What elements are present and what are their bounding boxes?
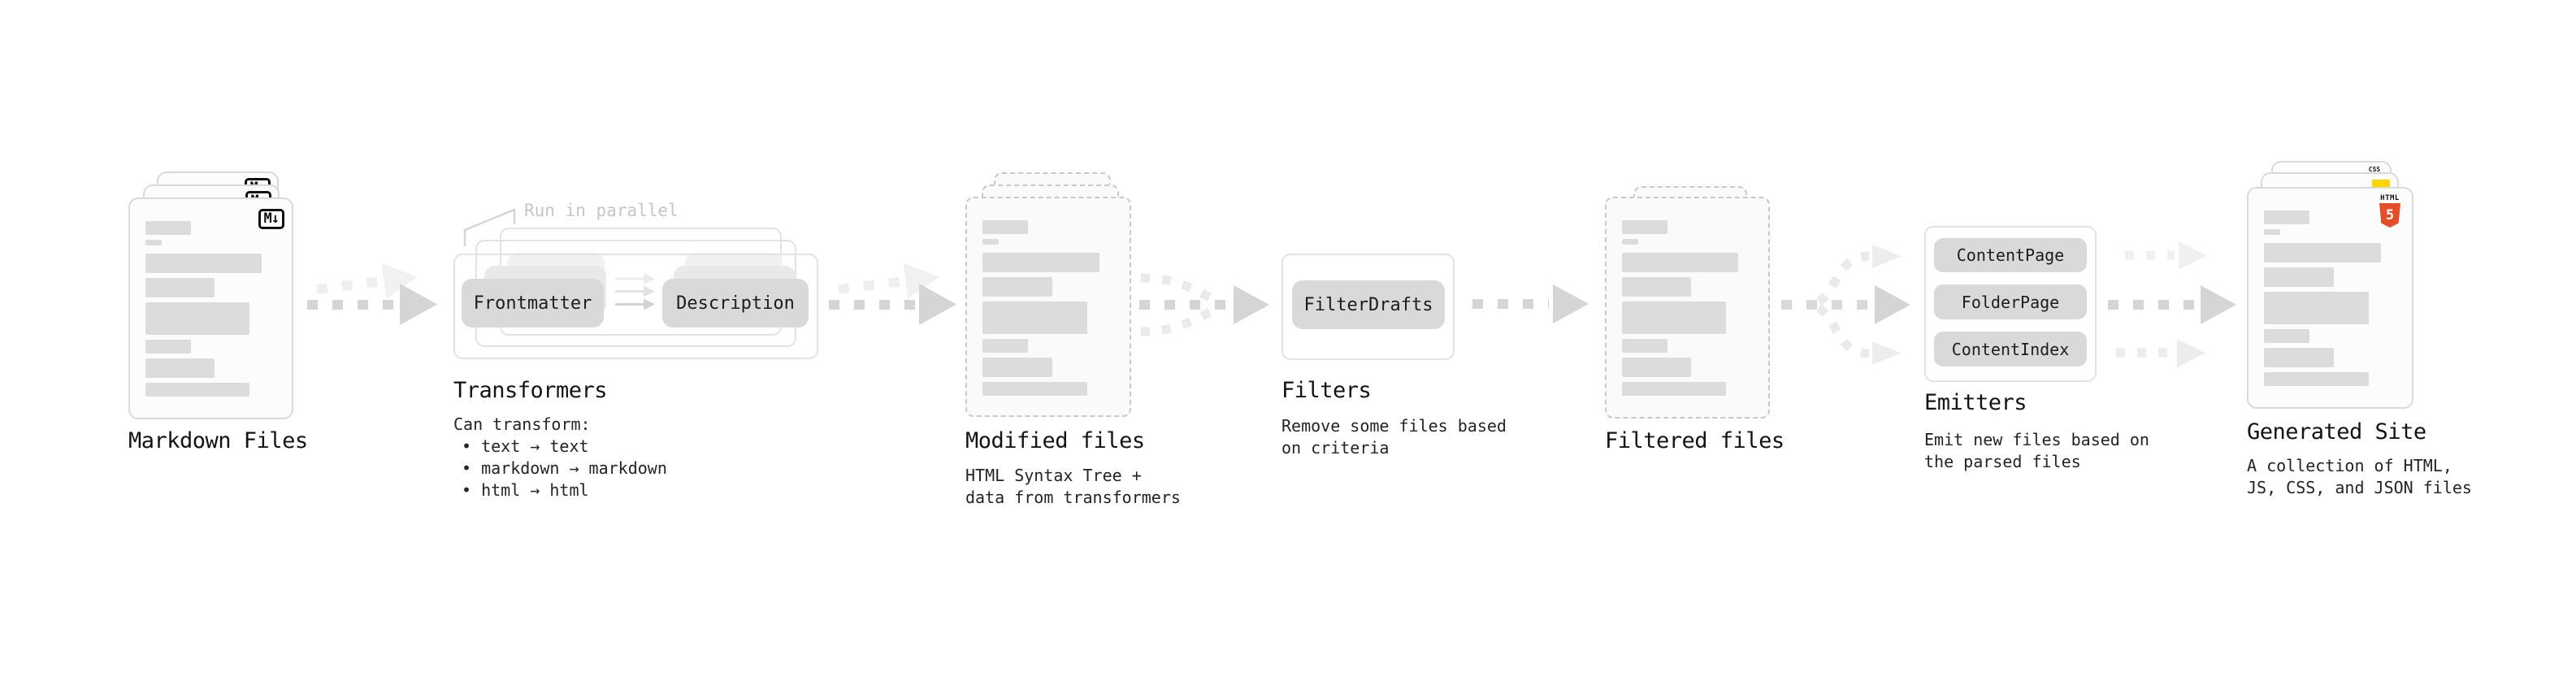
skeleton-line [982,382,1087,396]
html5-shield: 5 [2379,203,2400,228]
arrow-transformers-to-modified [829,263,956,325]
skeleton-line [982,301,1087,334]
arrow-filtered-to-emitters [1781,245,1910,365]
skeleton-line [1622,358,1692,377]
transformers-bullet-3: • html → html [462,480,589,500]
stage-label-filters: Filters [1281,378,1372,403]
skeleton-line [2264,329,2310,343]
skeleton-line [1622,220,1667,234]
arrow-ghost [838,263,940,299]
skeleton-line [1622,339,1667,353]
skeleton-line [145,278,215,297]
skeleton-line [145,221,191,235]
filters-desc: Remove some files based on criteria [1281,416,1507,458]
document-skeleton [982,220,1117,396]
emitters-desc: Emit new files based on the parsed files [1924,430,2149,471]
transformers-desc-title: Can transform: [453,414,591,434]
pill-contentindex: ContentIndex [1934,332,2087,367]
skeleton-line [982,358,1052,377]
skeleton-line [2264,372,2370,386]
html5-badge-number: 5 [2385,207,2395,223]
skeleton-line [982,253,1099,272]
skeleton-line [2264,243,2382,262]
transformers-bullet-2: • markdown → markdown [462,458,667,478]
pill-folderpage: FolderPage [1934,284,2087,319]
run-in-parallel-note: Run in parallel [524,201,679,220]
filtered-file-card-front [1605,197,1770,419]
run-in-parallel-leader-line [463,208,516,246]
css-badge-word: CSS [2368,166,2381,173]
modified-files-desc: HTML Syntax Tree + data from transformer… [965,466,1181,507]
skeleton-line [145,340,191,354]
site-file-card-front: HTML 5 [2247,187,2413,409]
modified-file-card-front [965,197,1131,417]
skeleton-line [145,383,249,397]
skeleton-line [2264,292,2370,324]
transformer-parallel-arrows [615,273,655,310]
skeleton-line [145,254,262,273]
skeleton-line [1622,382,1726,396]
document-skeleton [2264,210,2399,386]
skeleton-line [2264,229,2280,235]
skeleton-line [1622,239,1638,245]
skeleton-line [145,302,249,335]
stage-label-filtered-files: Filtered files [1605,428,1785,453]
arrow-modified-to-filters [1139,273,1269,336]
arrow-emitters-to-site [2108,241,2236,367]
markdown-icon: M↓ [258,209,284,229]
stage-label-markdown-files: Markdown Files [128,428,308,453]
transformer-box-front [453,254,818,359]
document-skeleton [145,221,279,397]
arrow-filters-to-filtered [1472,284,1589,323]
skeleton-line [982,239,999,245]
markdown-file-card-front: M↓ [128,197,293,419]
arrow-markdown-to-transformers [307,263,437,325]
skeleton-line [982,220,1029,234]
html5-icon: HTML 5 [2378,194,2402,228]
skeleton-line [145,240,162,245]
pill-filterdrafts: FilterDrafts [1292,280,1445,329]
skeleton-line [982,339,1029,353]
stage-label-emitters: Emitters [1924,390,2027,415]
skeleton-line [1622,301,1726,334]
stage-label-modified-files: Modified files [965,428,1145,453]
pill-frontmatter: Frontmatter [462,279,604,327]
pill-description: Description [662,279,809,327]
skeleton-line [2264,348,2335,367]
skeleton-line [1622,253,1738,272]
pill-contentpage: ContentPage [1934,238,2087,272]
skeleton-line [1622,277,1692,297]
html5-badge-word: HTML [2380,194,2400,202]
skeleton-line [2264,210,2310,224]
generated-site-desc: A collection of HTML, JS, CSS, and JSON … [2247,456,2472,497]
transformers-bullet-1: • text → text [462,436,589,456]
document-skeleton [1622,220,1755,396]
skeleton-line [2264,267,2335,287]
skeleton-line [145,358,215,378]
stage-label-transformers: Transformers [453,378,608,403]
skeleton-line [982,277,1052,297]
stage-label-generated-site: Generated Site [2247,419,2426,445]
arrow-ghost [316,263,418,299]
